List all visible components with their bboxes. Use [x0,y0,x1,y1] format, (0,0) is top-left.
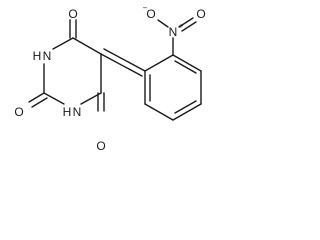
nitro-n-o-right-bond-2 [181,21,197,32]
bond-c-top-c5 [72,37,102,55]
atom-o-right: O [96,139,105,153]
atom-nitro-n: N [169,25,178,39]
carbonyl-left-bond-2 [31,97,48,108]
atom-nitro-o-charge: − [143,4,148,13]
atom-nitro-n-charge: + [179,22,184,31]
bond-nh-c-top [52,37,74,50]
atom-o-left: O [14,105,23,119]
atom-n-nh-left: N [43,49,52,63]
nitro-group [157,17,197,56]
benzene-ring [144,54,202,121]
atom-nitro-o-right: O [196,7,205,21]
atom-nitro-o-left: O [146,7,155,21]
benzene-inner-2 [174,100,197,114]
carbonyl-left-bond-1 [28,92,45,103]
bond-nh-c2 [43,92,65,105]
nitro-n-o-left-bond [157,19,169,28]
benzene-bond-4 [172,103,202,121]
benzene-bond-2 [172,54,202,72]
alkene-bond-2 [103,48,146,72]
pyrimidine-ring [43,37,102,105]
chemical-structure-diagram: O O O H N H N O N + O − O [14,4,205,154]
alkene-bond-1 [100,53,143,77]
atom-h-nh-bottom: H [63,105,72,119]
exocyclic-double-bond [100,48,146,77]
benzene-bond-5 [144,103,174,121]
benzene-bond-1 [144,54,174,72]
atom-o-top: O [68,7,77,21]
benzene-inner-1 [174,60,197,74]
atom-h-nh-left: H [33,49,42,63]
atom-n-nh-bottom: N [73,105,82,119]
carbonyl-bonds [28,19,105,112]
nitro-n-o-right-bond-1 [178,17,194,28]
